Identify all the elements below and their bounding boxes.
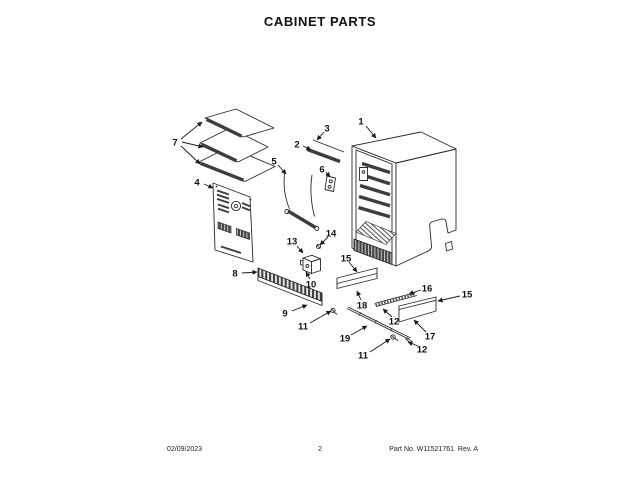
support-rail-left — [336, 267, 378, 289]
callout-number-7: 7 — [172, 137, 177, 148]
mounting-plate — [324, 175, 336, 192]
callout-leader-11 — [369, 338, 391, 353]
condenser-wire-right — [310, 174, 315, 217]
condenser-wire-left — [283, 169, 290, 210]
screw-item-11-right — [390, 334, 399, 342]
callout-number-12: 12 — [389, 316, 400, 327]
callout-number-14: 14 — [326, 228, 337, 239]
callout-number-15: 15 — [462, 289, 473, 300]
callout-number-17: 17 — [425, 331, 436, 342]
side-panel-right — [398, 296, 437, 323]
insulation-panel-3-edge — [199, 161, 245, 182]
callout-number-12: 12 — [417, 344, 428, 355]
callout-leader-17 — [413, 319, 427, 333]
rear-access-panel — [212, 182, 254, 263]
callout-number-15: 15 — [341, 253, 352, 264]
callout-leader-7 — [181, 141, 204, 149]
callout-number-4: 4 — [194, 177, 200, 188]
callout-number-13: 13 — [287, 236, 298, 247]
callout-number-11: 11 — [358, 350, 369, 361]
rail-strips — [306, 139, 345, 164]
callout-number-10: 10 — [306, 279, 317, 290]
callout-number-1: 1 — [358, 116, 364, 127]
shelf-rail — [358, 205, 391, 219]
callout-leader-19 — [350, 325, 368, 336]
rear-panel-fan-ring — [230, 200, 242, 212]
callout-number-2: 2 — [294, 139, 299, 150]
insulation-panel-2-edge — [200, 142, 238, 163]
drain-pan-tab — [300, 259, 304, 266]
footer-date: 02/09/2023 — [167, 446, 203, 453]
rear-panel-vent-left — [217, 221, 232, 234]
callout-leader-14 — [319, 236, 329, 246]
front-vent-grille — [257, 267, 323, 306]
callout-leader-16 — [408, 289, 422, 295]
callout-leader-5 — [277, 164, 287, 175]
callout-leader-2 — [302, 145, 312, 151]
callout-leader-4 — [203, 183, 214, 189]
callout-number-18: 18 — [357, 300, 368, 311]
thermostat-box — [359, 167, 368, 181]
callout-number-6: 6 — [319, 164, 324, 175]
condenser-tube-assembly — [283, 169, 320, 231]
page-title: CABINET PARTS — [263, 14, 377, 29]
strip-2 — [306, 147, 341, 164]
callout-leader-7 — [180, 121, 203, 140]
callout-number-9: 9 — [282, 308, 287, 319]
callout-leader-18 — [356, 290, 362, 301]
rear-panel-vent-right — [236, 228, 250, 240]
callout-leader-11 — [309, 310, 332, 324]
insulation-panel-1-edge — [205, 117, 243, 138]
cabinet-kick-grille — [353, 238, 393, 266]
callout-number-8: 8 — [232, 268, 237, 279]
drain-pan — [300, 254, 321, 274]
drain-tube — [346, 306, 411, 340]
callout-leader-10 — [305, 271, 311, 280]
screw-item-11-left — [330, 307, 338, 315]
callout-number-5: 5 — [271, 156, 277, 167]
callout-leader-15 — [348, 261, 358, 273]
callout-leader-9 — [291, 304, 308, 312]
callout-leader-15 — [437, 295, 461, 303]
callout-number-19: 19 — [340, 333, 351, 344]
callout-leader-12 — [407, 341, 419, 347]
callout-number-3: 3 — [324, 123, 329, 134]
shelf-rail — [359, 183, 391, 197]
cabinet-floor-grate — [355, 221, 397, 245]
cabinet-right-face — [395, 148, 457, 267]
screw-item-14 — [315, 243, 322, 250]
callout-number-16: 16 — [422, 283, 433, 294]
shelf-rail — [361, 161, 391, 175]
cabinet-top-face — [351, 131, 457, 164]
callout-leader-6 — [325, 171, 331, 178]
callout-leader-7 — [180, 145, 201, 165]
callout-leader-8 — [241, 269, 258, 275]
shelf-rail — [358, 194, 391, 208]
callout-leader-12 — [382, 308, 393, 318]
callout-number-11: 11 — [298, 321, 309, 332]
callout-leader-1 — [365, 125, 377, 139]
footer-page-number: 2 — [318, 446, 322, 453]
callout-leader-3 — [316, 131, 325, 141]
condenser-cross-bar — [287, 209, 317, 229]
insulation-panels — [198, 108, 276, 182]
grille-bottom-rail — [257, 276, 323, 306]
callout-leader-13 — [296, 245, 304, 254]
cabinet-shell — [351, 131, 457, 267]
footer-part-info: Part No. W11521761 Rev. A — [389, 446, 478, 453]
strip-3 — [312, 139, 345, 153]
cabinet-foot — [445, 241, 453, 252]
